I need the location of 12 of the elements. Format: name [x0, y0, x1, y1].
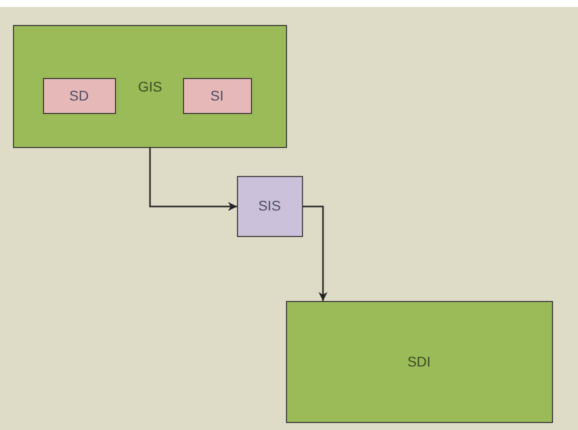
process-box [183, 78, 252, 114]
process-box [43, 78, 116, 114]
node-label: SD [69, 88, 89, 104]
arrow [149, 148, 237, 211]
process-box [286, 301, 553, 423]
node-label: GIS [138, 79, 162, 95]
container-box [13, 25, 287, 148]
node-label: SDI [407, 354, 431, 370]
arrow [303, 206, 328, 301]
process-box [237, 176, 303, 237]
node-label: SIS [258, 198, 281, 214]
node-label: SI [210, 88, 224, 104]
